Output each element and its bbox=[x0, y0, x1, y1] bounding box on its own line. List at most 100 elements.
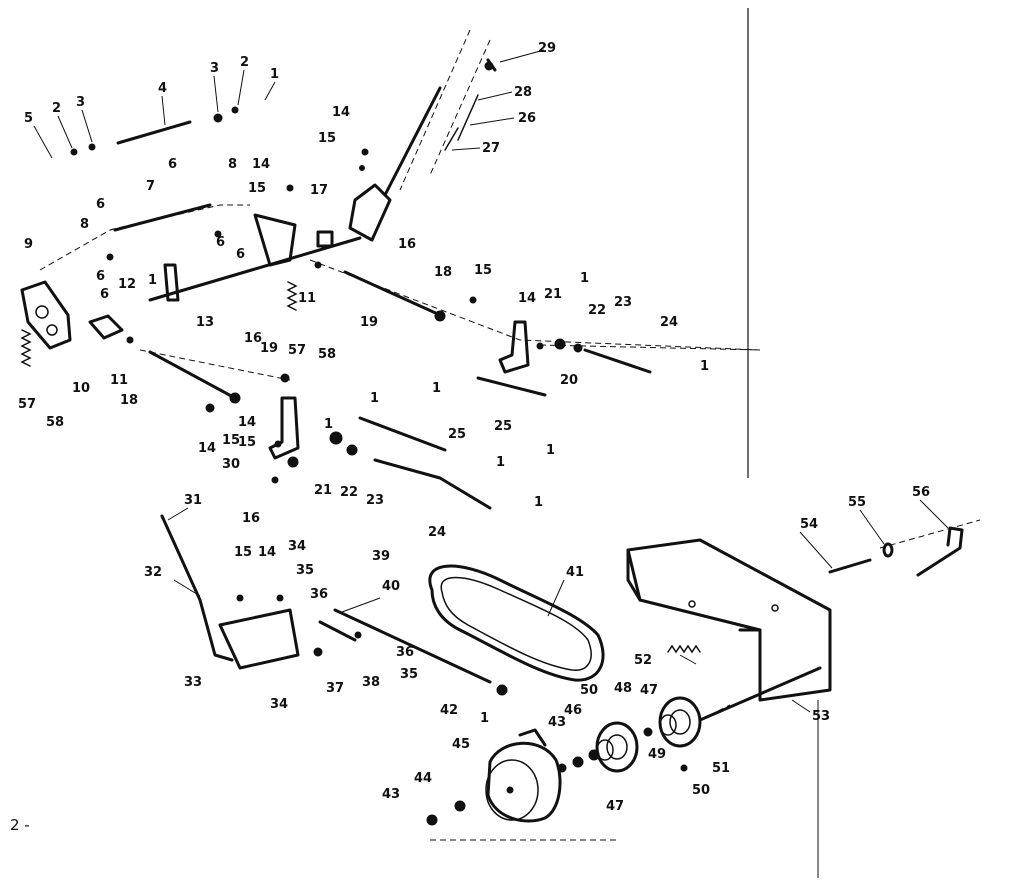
callout-54: 54 bbox=[800, 517, 818, 532]
callout-1g: 1 bbox=[370, 391, 379, 406]
callout-20: 20 bbox=[560, 373, 578, 388]
guard-45 bbox=[485, 728, 562, 823]
callout-16b: 16 bbox=[244, 331, 262, 346]
callout-42: 42 bbox=[440, 703, 458, 718]
hardware-dots bbox=[70, 106, 688, 826]
callout-36b: 36 bbox=[396, 645, 414, 660]
callout-43: 43 bbox=[548, 715, 566, 730]
callout-15b: 15 bbox=[318, 131, 336, 146]
callout-6d: 6 bbox=[236, 247, 245, 262]
callout-45: 45 bbox=[452, 737, 470, 752]
callout-25b: 25 bbox=[448, 427, 466, 442]
callout-15: 15 bbox=[248, 181, 266, 196]
callout-32: 32 bbox=[144, 565, 162, 580]
spring-57 bbox=[20, 281, 298, 367]
callout-22b: 22 bbox=[340, 485, 358, 500]
callout-3b: 3 bbox=[76, 95, 85, 110]
callout-31: 31 bbox=[184, 493, 202, 508]
callout-15d: 15 bbox=[238, 435, 256, 450]
dashed-guides bbox=[39, 29, 981, 841]
callout-47b: 47 bbox=[606, 799, 624, 814]
callout-1h: 1 bbox=[324, 417, 333, 432]
callout-1f: 1 bbox=[546, 443, 555, 458]
callout-1: 1 bbox=[270, 67, 279, 82]
callout-1e: 1 bbox=[432, 381, 441, 396]
rod-40 bbox=[333, 608, 492, 684]
callout-41: 41 bbox=[566, 565, 584, 580]
callout-3: 3 bbox=[210, 61, 219, 76]
callout-14b: 14 bbox=[332, 105, 350, 120]
callout-49: 49 bbox=[648, 747, 666, 762]
callout-2b: 2 bbox=[52, 101, 61, 116]
callout-30: 30 bbox=[222, 457, 240, 472]
leader-lines bbox=[33, 49, 949, 713]
lift-handle bbox=[348, 58, 497, 242]
callout-36: 36 bbox=[310, 587, 328, 602]
bolt-54 bbox=[828, 558, 872, 574]
callout-16: 16 bbox=[398, 237, 416, 252]
callout-40: 40 bbox=[382, 579, 400, 594]
callout-6: 6 bbox=[168, 157, 177, 172]
callout-37: 37 bbox=[326, 681, 344, 696]
bracket-30 bbox=[268, 396, 300, 460]
callout-1j: 1 bbox=[534, 495, 543, 510]
callout-6b: 6 bbox=[96, 197, 105, 212]
callout-34b: 34 bbox=[270, 697, 288, 712]
callout-4: 4 bbox=[158, 81, 167, 96]
callout-53: 53 bbox=[812, 709, 830, 724]
page-number: 2 - bbox=[10, 816, 30, 834]
callout-5: 5 bbox=[24, 111, 33, 126]
rod-25-lower bbox=[358, 416, 447, 452]
rod-24-lower bbox=[373, 458, 492, 510]
callout-52: 52 bbox=[634, 653, 652, 668]
callout-2: 2 bbox=[240, 55, 249, 70]
bracket-53 bbox=[626, 538, 832, 722]
bracket-9 bbox=[20, 280, 72, 350]
part-callouts: 1 2 3 4 5 2 3 6 8 7 6 8 6 6 9 6 6 12 1 1… bbox=[18, 41, 930, 814]
rod-18-upper bbox=[343, 270, 442, 317]
callout-24: 24 bbox=[660, 315, 678, 330]
callout-58b: 58 bbox=[46, 415, 64, 430]
rod-25-upper bbox=[476, 376, 547, 397]
callout-21b: 21 bbox=[314, 483, 332, 498]
callout-8: 8 bbox=[228, 157, 237, 172]
plate-10 bbox=[88, 314, 124, 340]
pin-56 bbox=[916, 526, 964, 577]
callout-35b: 35 bbox=[400, 667, 418, 682]
callout-57b: 57 bbox=[18, 397, 36, 412]
callout-35: 35 bbox=[296, 563, 314, 578]
callout-29: 29 bbox=[538, 41, 556, 56]
callout-15f: 15 bbox=[234, 545, 252, 560]
callout-10: 10 bbox=[72, 381, 90, 396]
shaft-13 bbox=[148, 213, 362, 302]
rod-24-upper bbox=[583, 348, 652, 374]
callout-8b: 8 bbox=[80, 217, 89, 232]
spring-52 bbox=[667, 644, 701, 654]
callout-19: 19 bbox=[360, 315, 378, 330]
callout-13: 13 bbox=[196, 315, 214, 330]
callout-11b: 11 bbox=[110, 373, 128, 388]
callout-6f: 6 bbox=[100, 287, 109, 302]
callout-50b: 50 bbox=[692, 783, 710, 798]
callout-12: 12 bbox=[118, 277, 136, 292]
callout-15e: 15 bbox=[222, 433, 240, 448]
callout-21: 21 bbox=[544, 287, 562, 302]
callout-15c: 15 bbox=[474, 263, 492, 278]
callout-1c: 1 bbox=[580, 271, 589, 286]
rod-18-lower bbox=[148, 350, 237, 400]
callout-23b: 23 bbox=[366, 493, 384, 508]
callout-26: 26 bbox=[518, 111, 536, 126]
callout-9: 9 bbox=[24, 237, 33, 252]
callout-55: 55 bbox=[848, 495, 866, 510]
callout-22: 22 bbox=[588, 303, 606, 318]
callout-23: 23 bbox=[614, 295, 632, 310]
v-belt-41 bbox=[428, 564, 605, 682]
callout-38: 38 bbox=[362, 675, 380, 690]
callout-14d: 14 bbox=[238, 415, 256, 430]
callout-24b: 24 bbox=[428, 525, 446, 540]
callout-58: 58 bbox=[318, 347, 336, 362]
callout-6c: 6 bbox=[216, 235, 225, 250]
callout-1b: 1 bbox=[148, 273, 157, 288]
callout-46: 46 bbox=[564, 703, 582, 718]
